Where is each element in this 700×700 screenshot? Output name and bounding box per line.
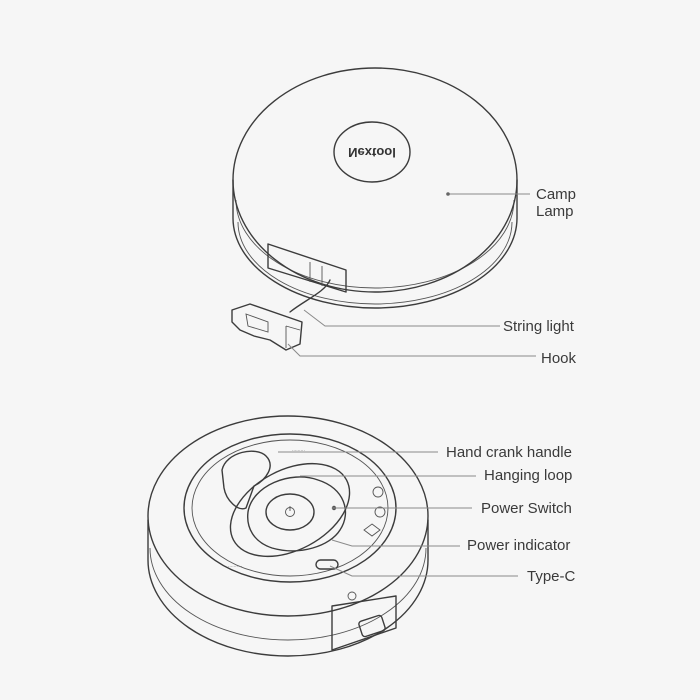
- leader-string-light: [303, 309, 500, 327]
- label-hanging-loop: Hanging loop: [484, 467, 573, 484]
- power-switch-button: [265, 493, 315, 531]
- leader-dot-camp-lamp: [446, 192, 450, 196]
- label-hand-crank-handle: Hand crank handle: [446, 444, 572, 461]
- lamp-bottom-band: [149, 547, 427, 641]
- side-port-housing: [331, 595, 397, 651]
- hook-shape: [231, 303, 303, 351]
- cert-mark-2: [374, 506, 386, 518]
- hook-notch: [285, 325, 301, 348]
- label-camp-lamp-line2: Lamp: [536, 203, 574, 220]
- label-hook: Hook: [541, 350, 577, 367]
- slot-inner: [309, 262, 323, 286]
- lamp-top-band: [235, 199, 515, 289]
- label-power-switch: Power Switch: [481, 500, 572, 517]
- cert-mark-1: [372, 486, 384, 498]
- label-camp-lamp-line1: Camp: [536, 186, 577, 203]
- leader-hook: [287, 343, 536, 357]
- hanging-loop-shape: [229, 462, 351, 558]
- label-power-indicator: Power indicator: [467, 537, 571, 554]
- lamp-bottom-rim: [147, 415, 429, 617]
- side-port-slot: [358, 614, 386, 638]
- leader-power-indicator: [331, 539, 460, 547]
- hook-inner: [245, 313, 269, 333]
- label-string-light: String light: [503, 318, 574, 335]
- lamp-bottom-side: [147, 519, 429, 657]
- panel-fine-print-2: ··········: [228, 565, 242, 570]
- lamp-logo-disc: [333, 121, 411, 183]
- brand-logo: Nextool: [348, 145, 396, 160]
- leader-type-c: [329, 565, 518, 577]
- cert-mark-3: [363, 523, 381, 537]
- string-light-slot: [267, 243, 347, 293]
- hand-crank-handle-shape: [221, 450, 271, 510]
- label-type-c: Type-C: [527, 568, 576, 585]
- crank-arm: [247, 476, 347, 552]
- lamp-top-body-side: [232, 179, 518, 309]
- lamp-top-face: [232, 67, 518, 293]
- side-button-small: [347, 591, 357, 601]
- string-light-wire: [289, 279, 331, 313]
- lamp-top-band-2: [237, 221, 513, 305]
- type-c-port: [315, 559, 339, 570]
- camp-lamp-top: Nextool: [231, 67, 518, 351]
